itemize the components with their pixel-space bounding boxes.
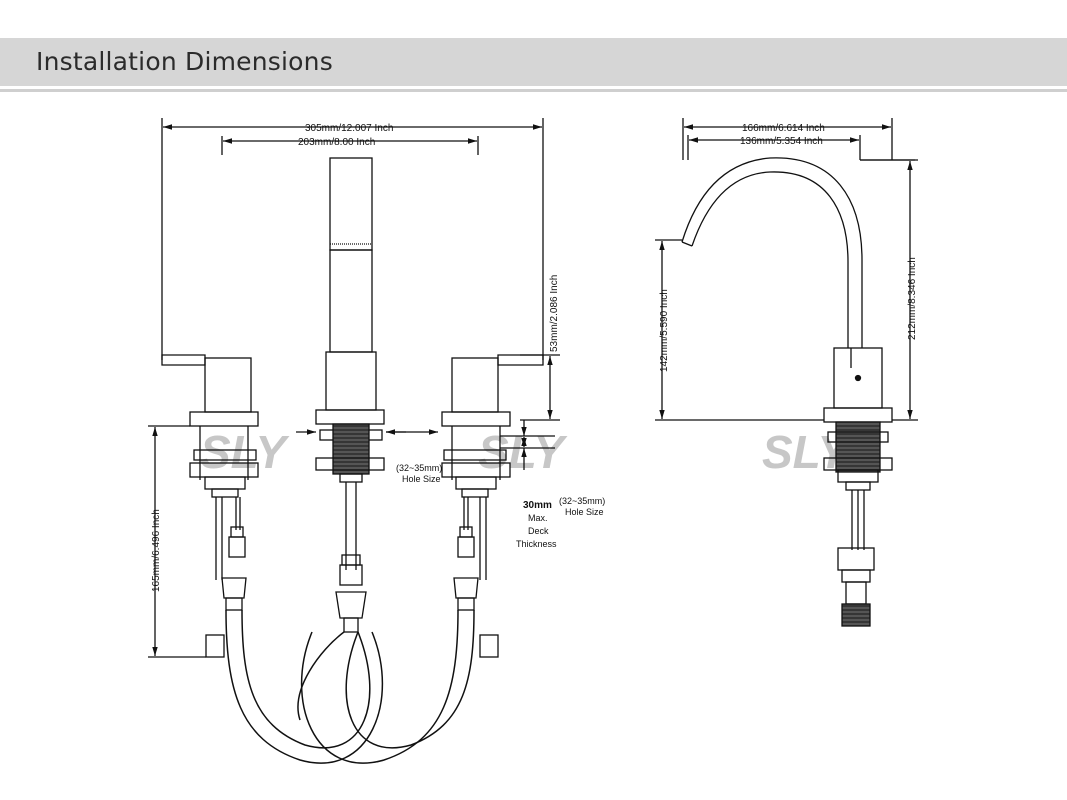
- header-bar: [0, 38, 1067, 86]
- hole-size-right-line2: Hole Size: [565, 507, 604, 517]
- reach-total-label: 166mm/6.614 Inch: [742, 123, 825, 134]
- deck-thickness-line3: Deck: [528, 526, 549, 536]
- overall-width-label: 305mm/12.007 Inch: [305, 123, 393, 134]
- spout-outlet-height-label: 142mm/5.590 Inch: [659, 289, 670, 372]
- deck-thickness-line2: Max.: [528, 513, 548, 523]
- spout-height-label: 53mm/2.086 Inch: [549, 275, 560, 352]
- watermark-left: SLY: [200, 426, 290, 478]
- front-view: [148, 118, 560, 764]
- watermark-center: SLY: [478, 426, 568, 478]
- total-height-label: 212mm/8.346 Inch: [907, 257, 918, 340]
- page-title: Installation Dimensions: [36, 47, 333, 76]
- hole-size-right-line1: (32~35mm): [559, 496, 605, 506]
- side-view: [655, 118, 918, 627]
- hole-size-center-line2: Hole Size: [402, 474, 441, 484]
- deck-thickness-line4: Thickness: [516, 539, 557, 549]
- reach-spout-label: 136mm/5.354 Inch: [740, 136, 823, 147]
- deck-thickness-line1: 30mm: [523, 500, 552, 511]
- header-divider: [0, 89, 1067, 92]
- below-deck-height-label: 165mm/6.496 Inch: [151, 509, 162, 592]
- handle-spacing-label: 203mm/8.00 Inch: [298, 137, 375, 148]
- hole-size-center-line1: (32~35mm): [396, 463, 442, 473]
